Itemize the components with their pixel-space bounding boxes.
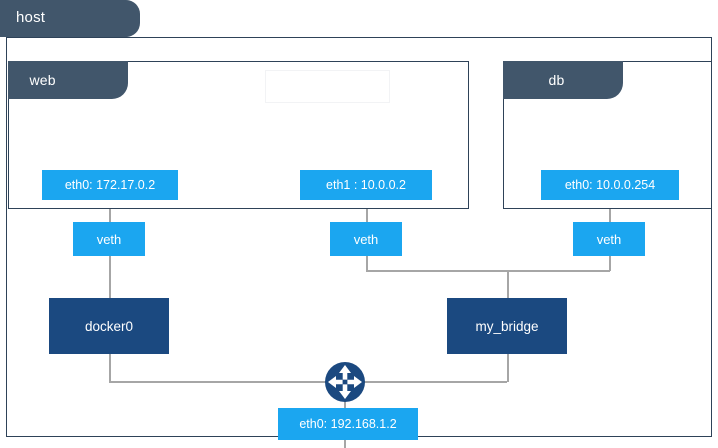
router-icon[interactable]: [324, 361, 366, 403]
line-mybridge-bus: [366, 270, 610, 272]
bridge-my-bridge[interactable]: my_bridge: [447, 298, 567, 354]
line-host-eth0-external: [344, 440, 346, 448]
line-router-to-host-eth0: [344, 395, 346, 410]
container-db-label: db: [548, 71, 565, 88]
interface-host-eth0[interactable]: eth0: 192.168.1.2: [278, 408, 418, 440]
line-mybridge-to-bottom-bus: [507, 354, 509, 382]
host-tab-label: host: [16, 9, 46, 26]
host-tab: host: [0, 0, 140, 37]
line-veth-mybridge-left-drop: [366, 256, 368, 271]
interface-db-eth0[interactable]: eth0: 10.0.0.254: [541, 170, 679, 200]
line-db-eth0-to-veth: [609, 209, 611, 232]
interface-web-eth0[interactable]: eth0: 172.17.0.2: [42, 170, 178, 200]
interface-web-eth1[interactable]: eth1 : 10.0.0.2: [300, 170, 432, 200]
line-veth-mybridge-right-drop: [609, 256, 611, 271]
line-bus-to-mybridge: [507, 270, 509, 298]
container-db-tab: db: [502, 60, 623, 99]
container-web-tab: web: [7, 60, 128, 99]
placeholder-rect: [265, 70, 390, 103]
bridge-docker0[interactable]: docker0: [49, 298, 169, 354]
veth-db-mybridge[interactable]: veth: [573, 222, 645, 256]
line-veth-to-docker0: [109, 256, 111, 298]
container-web-label: web: [29, 71, 56, 88]
line-web-eth1-to-veth: [366, 209, 368, 232]
line-web-eth0-to-veth: [109, 209, 111, 232]
line-docker0-to-bottom-bus: [109, 354, 111, 382]
veth-web-mybridge[interactable]: veth: [330, 222, 402, 256]
line-bottom-bus: [109, 381, 507, 383]
veth-web-docker0[interactable]: veth: [73, 222, 145, 256]
